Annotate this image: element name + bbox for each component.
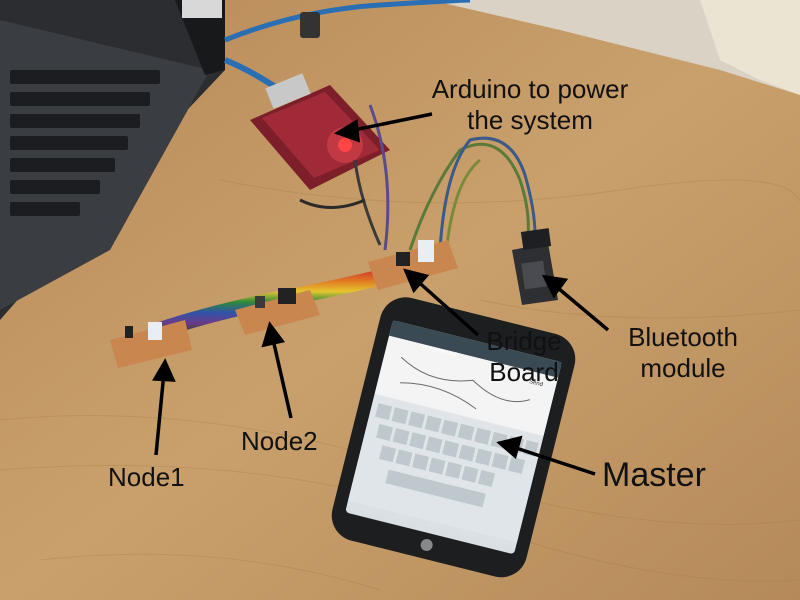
bluetooth-module xyxy=(512,228,558,305)
arduino-label-line2: the system xyxy=(467,104,593,135)
arrowhead-node2 xyxy=(261,321,286,348)
jumper-wires xyxy=(299,104,537,251)
bridge-annotation: Bridge Board xyxy=(474,326,574,387)
node2-label: Node2 xyxy=(241,426,318,456)
annotation-arrows xyxy=(152,112,610,476)
arrow-arduino xyxy=(343,112,433,134)
bluetooth-label-line2: module xyxy=(640,352,726,383)
laptop xyxy=(0,0,225,320)
bluetooth-annotation: Bluetooth module xyxy=(618,322,748,383)
arrow-node2 xyxy=(270,334,293,419)
arrow-bridge xyxy=(412,276,480,337)
arduino-annotation: Arduino to power the system xyxy=(414,74,646,135)
bridge-label-line1: Bridge xyxy=(486,326,562,356)
phone-send-label: Send xyxy=(528,379,543,388)
bridge-label-line2: Board xyxy=(489,356,559,387)
arrowhead-node1 xyxy=(152,358,176,382)
bridge-board xyxy=(368,240,458,290)
arrowhead-arduino xyxy=(333,119,361,143)
node1-label: Node1 xyxy=(108,462,185,492)
arrowhead-bluetooth xyxy=(541,274,569,299)
arduino-label-line1: Arduino to power xyxy=(431,74,629,104)
background-wall xyxy=(700,0,800,95)
node1-board xyxy=(110,320,192,368)
node2-board xyxy=(235,288,320,335)
arrowhead-master xyxy=(496,435,523,460)
master-label: Master xyxy=(602,456,706,494)
background-floor xyxy=(380,0,800,95)
usb-cable xyxy=(224,0,471,43)
bluetooth-label-line1: Bluetooth xyxy=(628,322,738,352)
smartphone: not connected Send xyxy=(331,297,576,578)
arrow-node1 xyxy=(154,371,166,456)
arrow-master xyxy=(509,444,596,476)
arrow-bluetooth xyxy=(550,281,610,332)
arrowhead-bridge xyxy=(403,268,430,294)
